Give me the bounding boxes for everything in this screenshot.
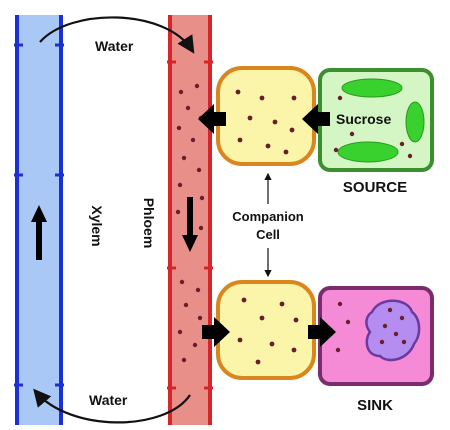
phloem-label: Phloem [141, 198, 157, 249]
source-to-companion-arrow-icon [302, 104, 330, 134]
vacuole [365, 299, 421, 362]
companion-label-line2: Cell [256, 227, 280, 242]
xylem-label: Xylem [89, 205, 105, 246]
companion-to-sink-arrow-icon [308, 317, 336, 347]
source-cell [318, 68, 434, 172]
chloroplast [405, 101, 425, 143]
phloem-tube [167, 15, 213, 425]
sucrose-label: Sucrose [336, 111, 391, 127]
water-bottom-label: Water [89, 392, 128, 408]
companion-cell-top [216, 66, 316, 166]
companion-label-line1: Companion [232, 209, 304, 224]
sink-label: SINK [357, 397, 393, 414]
water-bottom-arrow-icon [33, 388, 191, 424]
water-top-label: Water [95, 38, 134, 54]
xylem-cross-walls [14, 43, 64, 387]
chloroplast [337, 141, 399, 163]
phloem-to-companion-arrow-icon [202, 317, 230, 347]
chloroplast [341, 78, 403, 98]
companion-to-phloem-arrow-icon [198, 104, 226, 134]
xylem-vessel [14, 15, 64, 425]
phloem-down-arrow-icon [182, 197, 198, 252]
source-label: SOURCE [343, 179, 407, 196]
water-top-arrow-icon [39, 16, 195, 54]
sink-cell [318, 286, 434, 386]
companion-cell-bottom [216, 280, 316, 380]
xylem-up-arrow-icon [31, 205, 47, 260]
